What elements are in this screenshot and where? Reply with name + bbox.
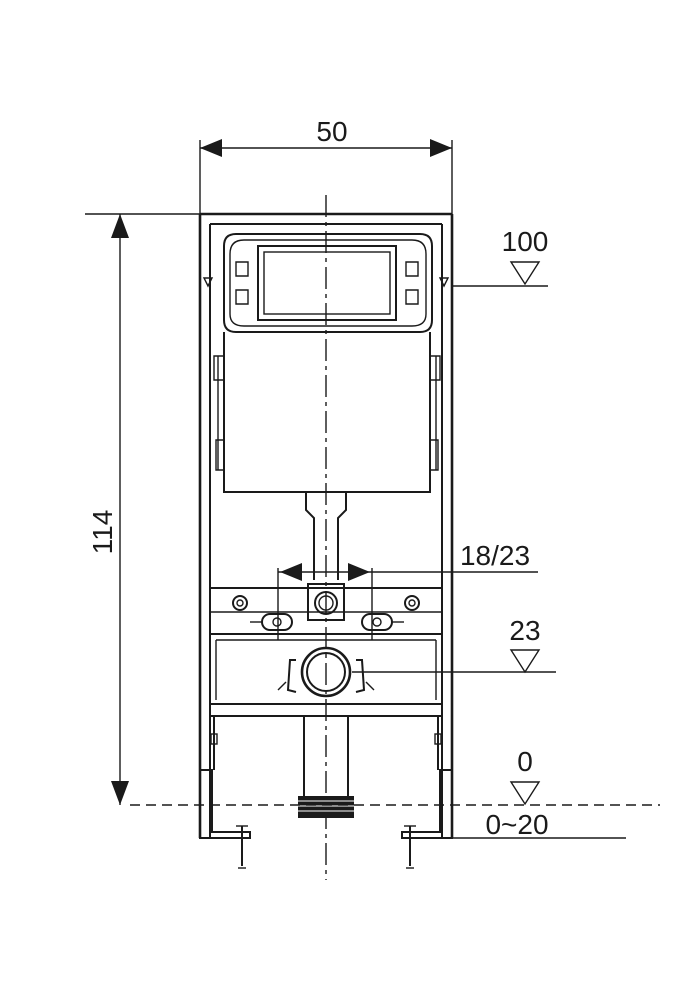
flush-pipe-right xyxy=(337,492,347,580)
leg-left-clip xyxy=(210,733,218,745)
outlet-clamp-left xyxy=(286,659,297,693)
wc-stud-left xyxy=(272,617,282,627)
drain-seal xyxy=(298,796,354,818)
foot-left xyxy=(199,769,251,839)
bolt-hole-left xyxy=(232,595,248,611)
cistern-clip-left xyxy=(213,355,225,381)
width-dimension: 50 xyxy=(199,116,453,215)
wc-stud-right xyxy=(372,617,382,627)
height-arrow-bottom xyxy=(111,781,129,805)
bolt-hole-left-inner xyxy=(236,599,244,607)
outlet-clamp-right xyxy=(355,659,366,693)
cistern-bracket-right xyxy=(429,439,439,471)
outlet-pipe xyxy=(300,646,352,698)
width-arrow-left xyxy=(200,139,222,157)
left-lug-lower xyxy=(235,289,249,305)
cistern-clip-right xyxy=(429,355,441,381)
outlet-tab-left xyxy=(277,681,287,691)
level-0: 0 xyxy=(130,746,660,806)
level-100-triangle xyxy=(509,261,541,286)
supply-dimension: 18/23 xyxy=(277,540,538,640)
legs xyxy=(199,716,453,869)
level-mark-left xyxy=(202,277,214,288)
frame xyxy=(198,212,454,838)
cistern xyxy=(213,332,441,580)
supply-fitting xyxy=(314,591,338,615)
right-lug-lower xyxy=(405,289,419,305)
level-23-label: 23 xyxy=(509,615,540,646)
level-23-triangle xyxy=(509,649,541,674)
cistern-body xyxy=(223,332,431,493)
level-0-label: 0 xyxy=(517,746,533,777)
flush-plate-window xyxy=(257,245,397,321)
flush-plate-window-inner xyxy=(263,251,391,315)
supply-fitting-box xyxy=(307,583,345,621)
leg-right-clip xyxy=(434,733,442,745)
flush-plate-frame-inner xyxy=(229,239,427,327)
wc-stud-slot-left xyxy=(261,613,293,631)
wc-stud-slot-right xyxy=(361,613,393,631)
right-lug xyxy=(405,261,419,277)
height-label: 114 xyxy=(87,510,118,555)
width-arrow-right xyxy=(430,139,452,157)
foot-adjust-label: 0~20 xyxy=(485,809,548,840)
supply-fitting-inner xyxy=(318,595,334,611)
height-dimension: 114 xyxy=(85,213,200,805)
flush-pipe-left xyxy=(305,492,315,580)
cistern-bracket-left xyxy=(215,439,225,471)
level-23: 23 xyxy=(352,615,556,674)
height-arrow-top xyxy=(111,214,129,238)
supply-arrow-right xyxy=(348,563,370,581)
mid-crossbar xyxy=(210,583,442,631)
drain-pipe xyxy=(298,716,354,818)
level-0-triangle xyxy=(509,781,541,806)
supply-label: 18/23 xyxy=(460,540,530,571)
foot-adjust-level: 0~20 xyxy=(452,809,626,840)
flush-plate-frame xyxy=(223,233,433,333)
level-100-label: 100 xyxy=(502,226,549,257)
width-label: 50 xyxy=(316,116,347,147)
level-mark-right xyxy=(438,277,450,288)
outlet-tab-right xyxy=(365,681,375,691)
bolt-hole-right xyxy=(404,595,420,611)
level-100: 100 xyxy=(452,226,549,287)
foot-right xyxy=(401,769,453,839)
outlet-box xyxy=(210,633,442,717)
flush-plate-opening xyxy=(223,233,433,333)
supply-arrow-left xyxy=(280,563,302,581)
outlet-pipe-inner xyxy=(306,652,346,692)
left-lug xyxy=(235,261,249,277)
bolt-hole-right-inner xyxy=(408,599,416,607)
